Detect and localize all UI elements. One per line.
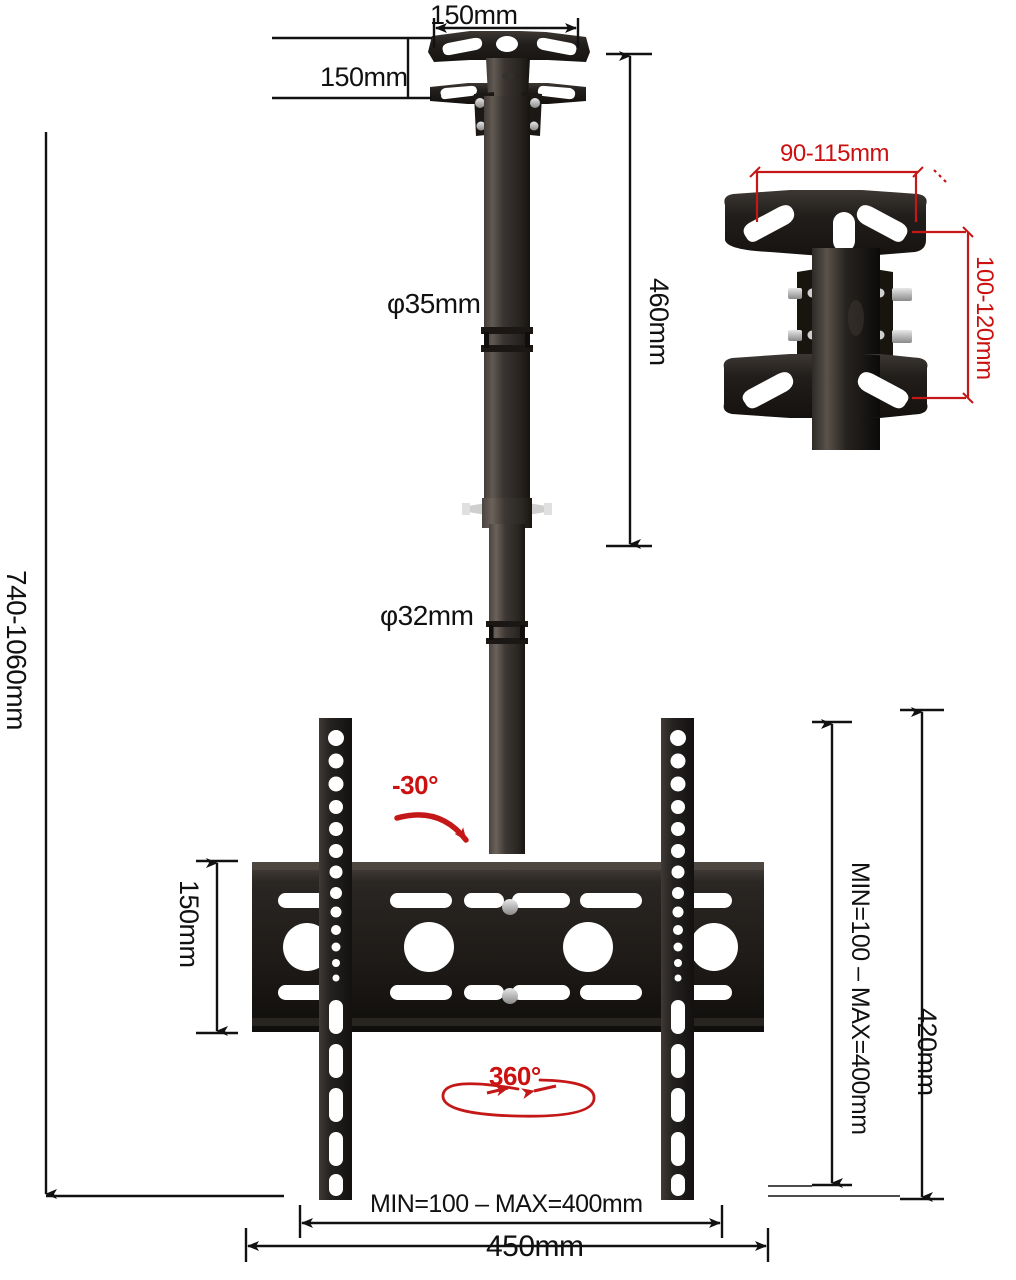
dim-ceiling-plate-depth bbox=[272, 36, 432, 100]
ceiling-plate-slot-lower-left bbox=[440, 85, 477, 100]
bracket-pivot-bolt-lower bbox=[502, 988, 518, 1004]
rotation-arrow-icon bbox=[441, 1078, 596, 1118]
inset-center-slot bbox=[833, 212, 855, 252]
dim-pole-length bbox=[606, 51, 652, 549]
bracket-rail-right-slots bbox=[671, 1000, 685, 1196]
label-total-height: 740-1060mm bbox=[1, 570, 32, 730]
dim-ceiling-plate-width bbox=[432, 18, 580, 48]
bracket-bottom-lip bbox=[252, 1018, 764, 1026]
label-bracket-total-height: 420mm bbox=[912, 1008, 942, 1096]
lower-tube bbox=[489, 524, 525, 854]
ceiling-plate-slot-upper-left bbox=[442, 37, 483, 56]
bracket-pivot-bolt-upper bbox=[502, 899, 518, 915]
dim-total-height bbox=[44, 132, 284, 1199]
ceiling-plate-slot-lower-right bbox=[537, 85, 576, 100]
inset-slot-lower-right bbox=[857, 372, 909, 409]
label-rotation-angle: 360° bbox=[489, 1061, 541, 1091]
inset-slot-upper-left bbox=[743, 205, 795, 242]
telescope-wing-bolts bbox=[462, 503, 552, 515]
label-vesa-vertical: MIN=100 – MAX=400mm bbox=[846, 862, 874, 1135]
dim-bracket-plate-height bbox=[196, 858, 238, 1036]
lower-tube-collar bbox=[486, 621, 528, 644]
label-bracket-plate-height: 150mm bbox=[174, 880, 204, 968]
bracket-rail-left-slots bbox=[329, 1000, 343, 1196]
bracket-top-lip bbox=[252, 862, 764, 870]
dim-bracket-total-width bbox=[244, 1228, 770, 1262]
dim-reference-leaders bbox=[768, 1185, 900, 1197]
label-inset-hole-spacing-width: 90-115mm bbox=[780, 140, 889, 167]
bracket-rail-right-holes bbox=[670, 730, 686, 982]
dim-vesa-vertical bbox=[812, 719, 852, 1188]
inset-dim-width bbox=[749, 166, 949, 222]
label-vesa-horizontal: MIN=100 – MAX=400mm bbox=[370, 1190, 643, 1218]
pivot-bolt-left bbox=[475, 98, 485, 108]
ceiling-plate-slot-upper-right bbox=[536, 37, 577, 56]
inset-plate-upper bbox=[724, 190, 927, 262]
tv-bracket-assembly bbox=[252, 718, 764, 1200]
label-inset-hole-spacing-height: 100-120mm bbox=[971, 256, 998, 380]
label-upper-tube-diameter: φ35mm bbox=[387, 288, 481, 319]
label-lower-tube-diameter: φ32mm bbox=[380, 600, 474, 631]
label-bracket-total-width: 450mm bbox=[486, 1230, 584, 1263]
tilt-arrow-icon bbox=[394, 812, 469, 843]
upper-tube bbox=[484, 96, 530, 526]
inset-slot-upper-right bbox=[856, 205, 908, 242]
inset-tube-dimple bbox=[848, 300, 864, 336]
inset-tube bbox=[812, 248, 880, 450]
label-ceiling-plate-depth: 150mm bbox=[320, 62, 408, 92]
dim-vesa-horizontal bbox=[298, 1205, 724, 1238]
label-pole-length: 460mm bbox=[644, 278, 674, 366]
pivot-bolt-right bbox=[530, 98, 540, 108]
ceiling-plate-center-hole bbox=[496, 36, 518, 52]
label-tilt-angle: -30° bbox=[392, 770, 438, 800]
label-ceiling-plate-width: 150mm bbox=[430, 0, 518, 30]
telescope-joint-collar bbox=[482, 498, 532, 528]
inset-dim-height bbox=[912, 226, 974, 404]
upper-tube-collar bbox=[481, 327, 533, 352]
inset-detail-artwork bbox=[723, 190, 928, 450]
ceiling-plate-boss-dimple bbox=[502, 72, 514, 80]
bracket-rail-left-holes bbox=[328, 730, 344, 982]
pivot-bolt-left-lower bbox=[476, 121, 486, 131]
pivot-bolt-right-lower bbox=[529, 121, 539, 131]
dim-bracket-total-height bbox=[900, 707, 944, 1202]
inset-slot-lower-left bbox=[742, 372, 794, 409]
